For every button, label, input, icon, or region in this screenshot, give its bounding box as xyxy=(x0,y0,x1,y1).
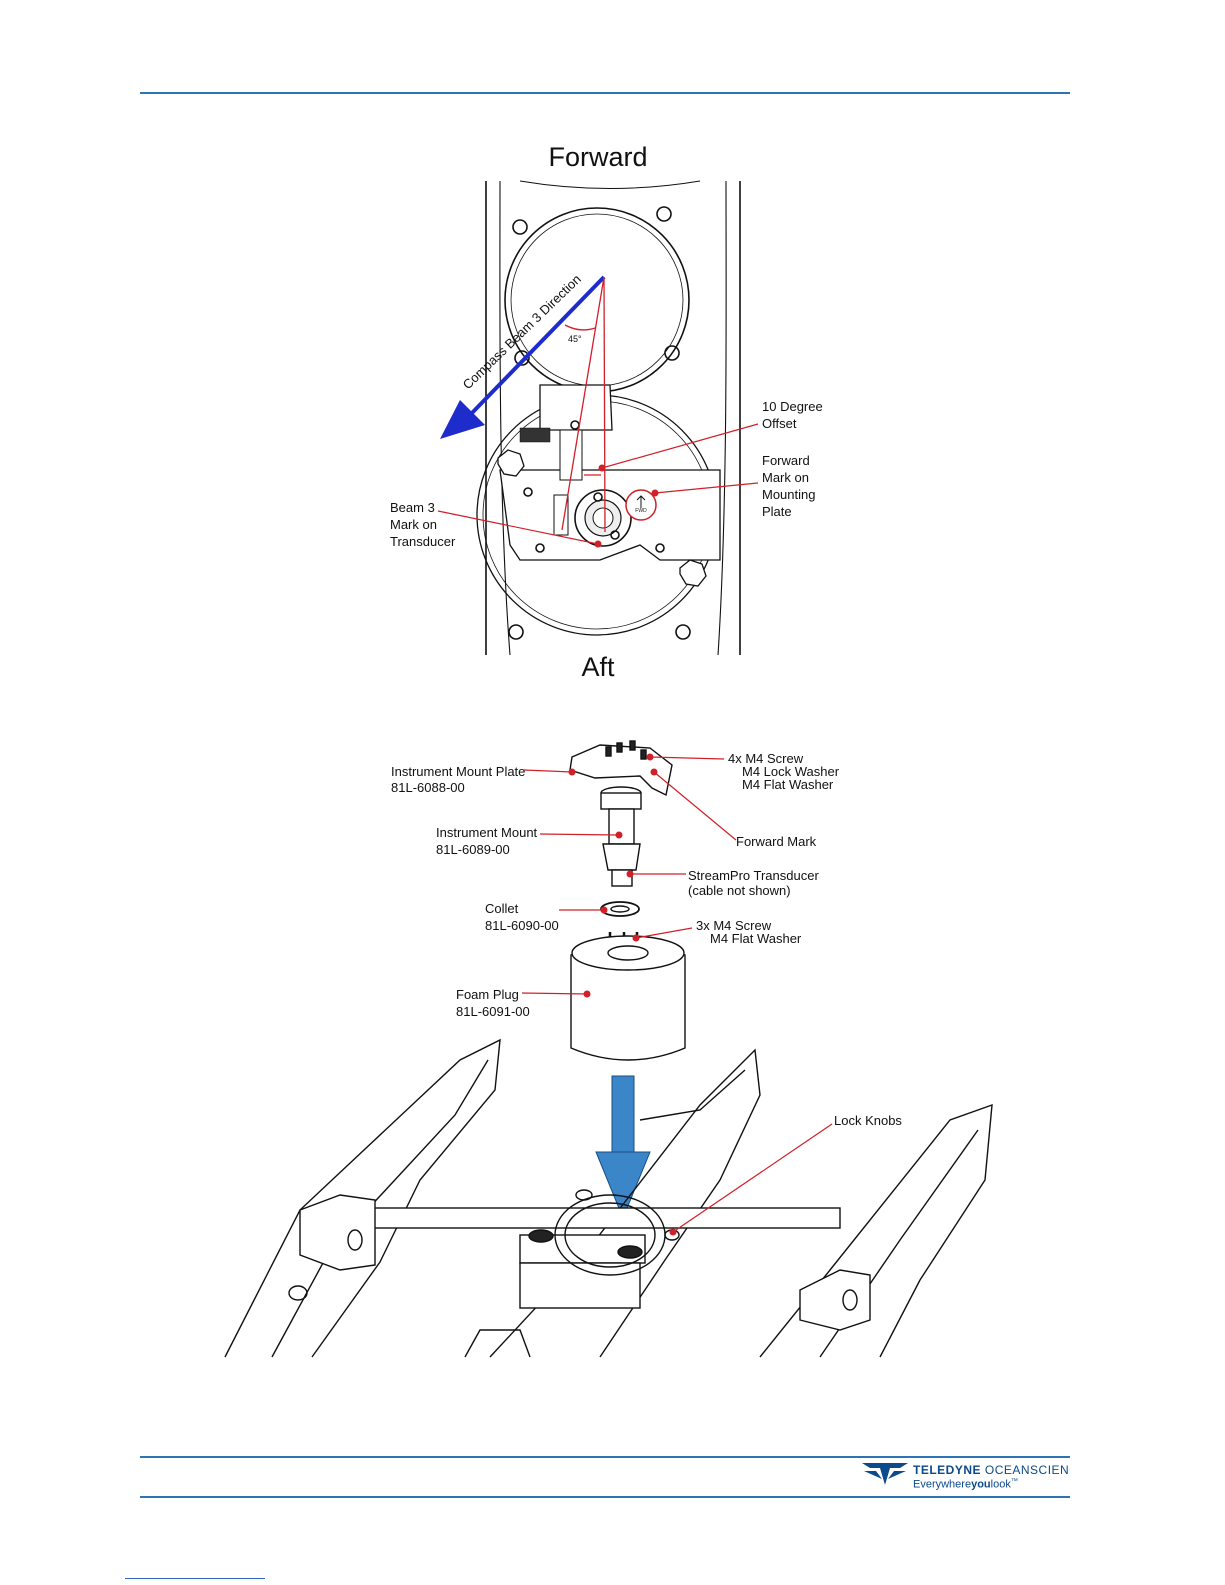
fwd-mark-line1: Forward xyxy=(762,453,810,468)
screw3-line1: 3x M4 Screw xyxy=(696,918,772,933)
beam-arrow xyxy=(440,275,606,439)
screw3-line2: M4 Flat Washer xyxy=(710,931,802,946)
beam3-mark-line3: Transducer xyxy=(390,534,456,549)
fwd-mark-line4: Plate xyxy=(762,504,792,519)
top-figure: Forward Aft FWD xyxy=(390,142,823,682)
foam-line2: 81L-6091-00 xyxy=(456,1004,530,1019)
tagline-b: you xyxy=(971,1478,991,1491)
footer-link-underline xyxy=(125,1578,265,1579)
header-rule xyxy=(140,92,1070,94)
fwd-mark-line3: Mounting xyxy=(762,487,815,502)
angle-label: 45° xyxy=(568,334,582,344)
brand-rest: OCEANSCIENCE xyxy=(984,1463,1087,1477)
collet-line2: 81L-6090-00 xyxy=(485,918,559,933)
mount-plate-line1: Instrument Mount Plate xyxy=(391,764,525,779)
forward-label: Forward xyxy=(548,142,647,172)
logo-crop-mask xyxy=(1070,1455,1225,1495)
exploded-parts xyxy=(569,740,686,1061)
screw4-line3: M4 Flat Washer xyxy=(742,777,834,792)
fwd-mark-line2: Mark on xyxy=(762,470,809,485)
brand-tagline: Everywhereyoulook™ xyxy=(913,1478,1018,1491)
screw4-line1: 4x M4 Screw xyxy=(728,751,804,766)
offset-guide-lines xyxy=(561,276,606,533)
mount-plate-line2: 81L-6088-00 xyxy=(391,780,465,795)
top-callouts xyxy=(437,423,759,548)
bottom-figure: 4x M4 Screw M4 Lock Washer M4 Flat Washe… xyxy=(224,740,993,1358)
forward-mark-label: Forward Mark xyxy=(736,834,817,849)
brand-name: TELEDYNE OCEANSCIENCE xyxy=(913,1463,1087,1477)
collet-line1: Collet xyxy=(485,901,519,916)
transducer-line1: StreamPro Transducer xyxy=(688,868,819,883)
lock-knobs-label: Lock Knobs xyxy=(834,1113,902,1128)
tagline-a: Everywhere xyxy=(913,1478,972,1491)
aft-label: Aft xyxy=(581,652,615,682)
compass-beam-label: Compass Beam 3 Direction xyxy=(460,271,584,392)
mount-line2: 81L-6089-00 xyxy=(436,842,510,857)
transducer-line2: (cable not shown) xyxy=(688,883,791,898)
catamaran-boat xyxy=(224,1038,993,1358)
offset-label-line2: Offset xyxy=(762,416,797,431)
tagline-tm: ™ xyxy=(1010,1478,1018,1485)
screw4-line2: M4 Lock Washer xyxy=(742,764,840,779)
fwd-symbol: FWD xyxy=(635,508,647,514)
teledyne-swoosh-icon xyxy=(862,1463,908,1485)
brand-bold: TELEDYNE xyxy=(913,1463,982,1477)
footer-rule-top xyxy=(140,1456,1070,1458)
footer-rule-bottom xyxy=(140,1496,1070,1498)
bottom-callouts xyxy=(521,753,833,1236)
beam3-mark-line2: Mark on xyxy=(390,517,437,532)
offset-label-line1: 10 Degree xyxy=(762,399,823,414)
beam3-mark-line1: Beam 3 xyxy=(390,500,435,515)
boat-hull-top-view: FWD xyxy=(476,180,741,656)
foam-line1: Foam Plug xyxy=(456,987,519,1002)
mount-line1: Instrument Mount xyxy=(436,825,538,840)
tagline-c: look xyxy=(990,1478,1011,1491)
insert-arrow xyxy=(595,1075,651,1220)
